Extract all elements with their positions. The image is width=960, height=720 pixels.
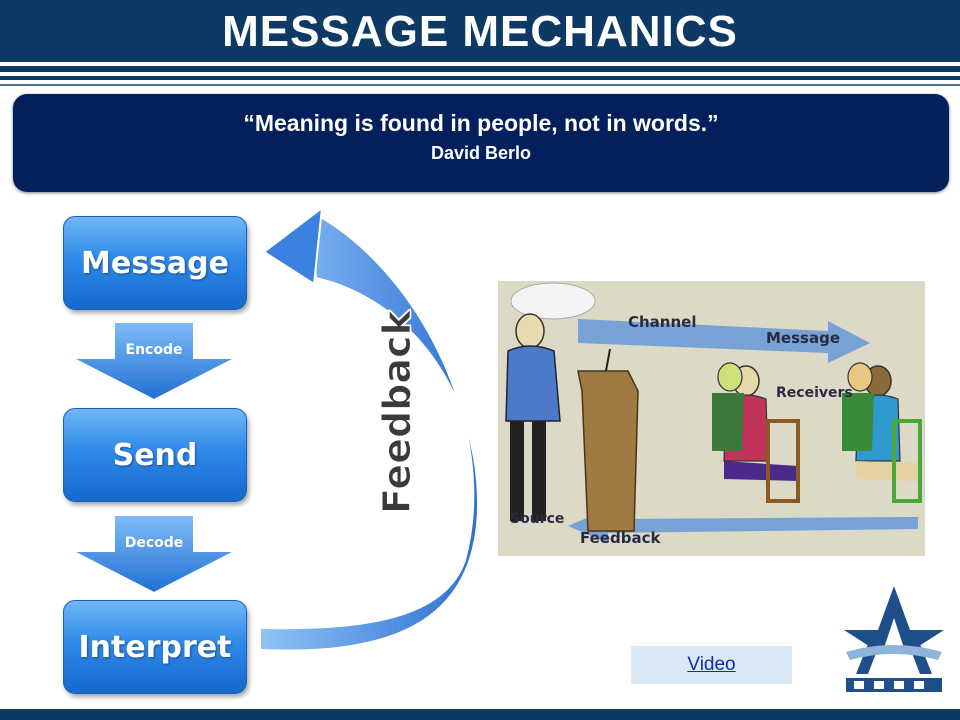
step-message: Message — [63, 216, 247, 310]
header-stripe — [0, 66, 960, 72]
illus-label-channel: Channel — [628, 313, 697, 331]
step-label: Send — [112, 437, 198, 473]
step-interpret: Interpret — [63, 600, 247, 694]
illus-label-message: Message — [766, 329, 840, 347]
encode-arrow: Encode — [70, 320, 238, 402]
quote-author: David Berlo — [430, 143, 532, 163]
arrow-label: Decode — [124, 535, 184, 551]
step-send: Send — [63, 408, 247, 502]
illus-label-source: Source — [510, 511, 565, 527]
quote-panel: “Meaning is found in people, not in word… — [13, 94, 949, 192]
curved-arrow-icon — [259, 205, 480, 652]
header-band — [0, 0, 960, 62]
video-link-box[interactable]: Video — [631, 646, 792, 684]
down-arrow-icon — [71, 321, 237, 402]
illus-label-receivers: Receivers — [776, 385, 853, 401]
illus-label-feedback: Feedback — [580, 529, 661, 547]
feedback-label: Feedback — [375, 310, 420, 515]
footer-band — [0, 709, 960, 720]
decode-arrow: Decode — [70, 513, 238, 595]
step-label: Message — [81, 245, 229, 281]
down-arrow-icon — [71, 514, 237, 595]
header-stripe — [0, 76, 960, 80]
video-link[interactable]: Video — [687, 654, 736, 675]
communication-illustration: Channel Message Receivers Source Feedbac… — [498, 281, 925, 556]
header-stripe — [0, 84, 960, 86]
step-label: Interpret — [78, 629, 232, 665]
quote-text: “Meaning is found in people, not in word… — [243, 110, 719, 136]
arrow-label: Encode — [125, 342, 183, 358]
star-a-logo-icon — [844, 586, 944, 692]
slide-title: MESSAGE MECHANICS — [222, 7, 738, 56]
communication-scene-image — [498, 281, 925, 556]
